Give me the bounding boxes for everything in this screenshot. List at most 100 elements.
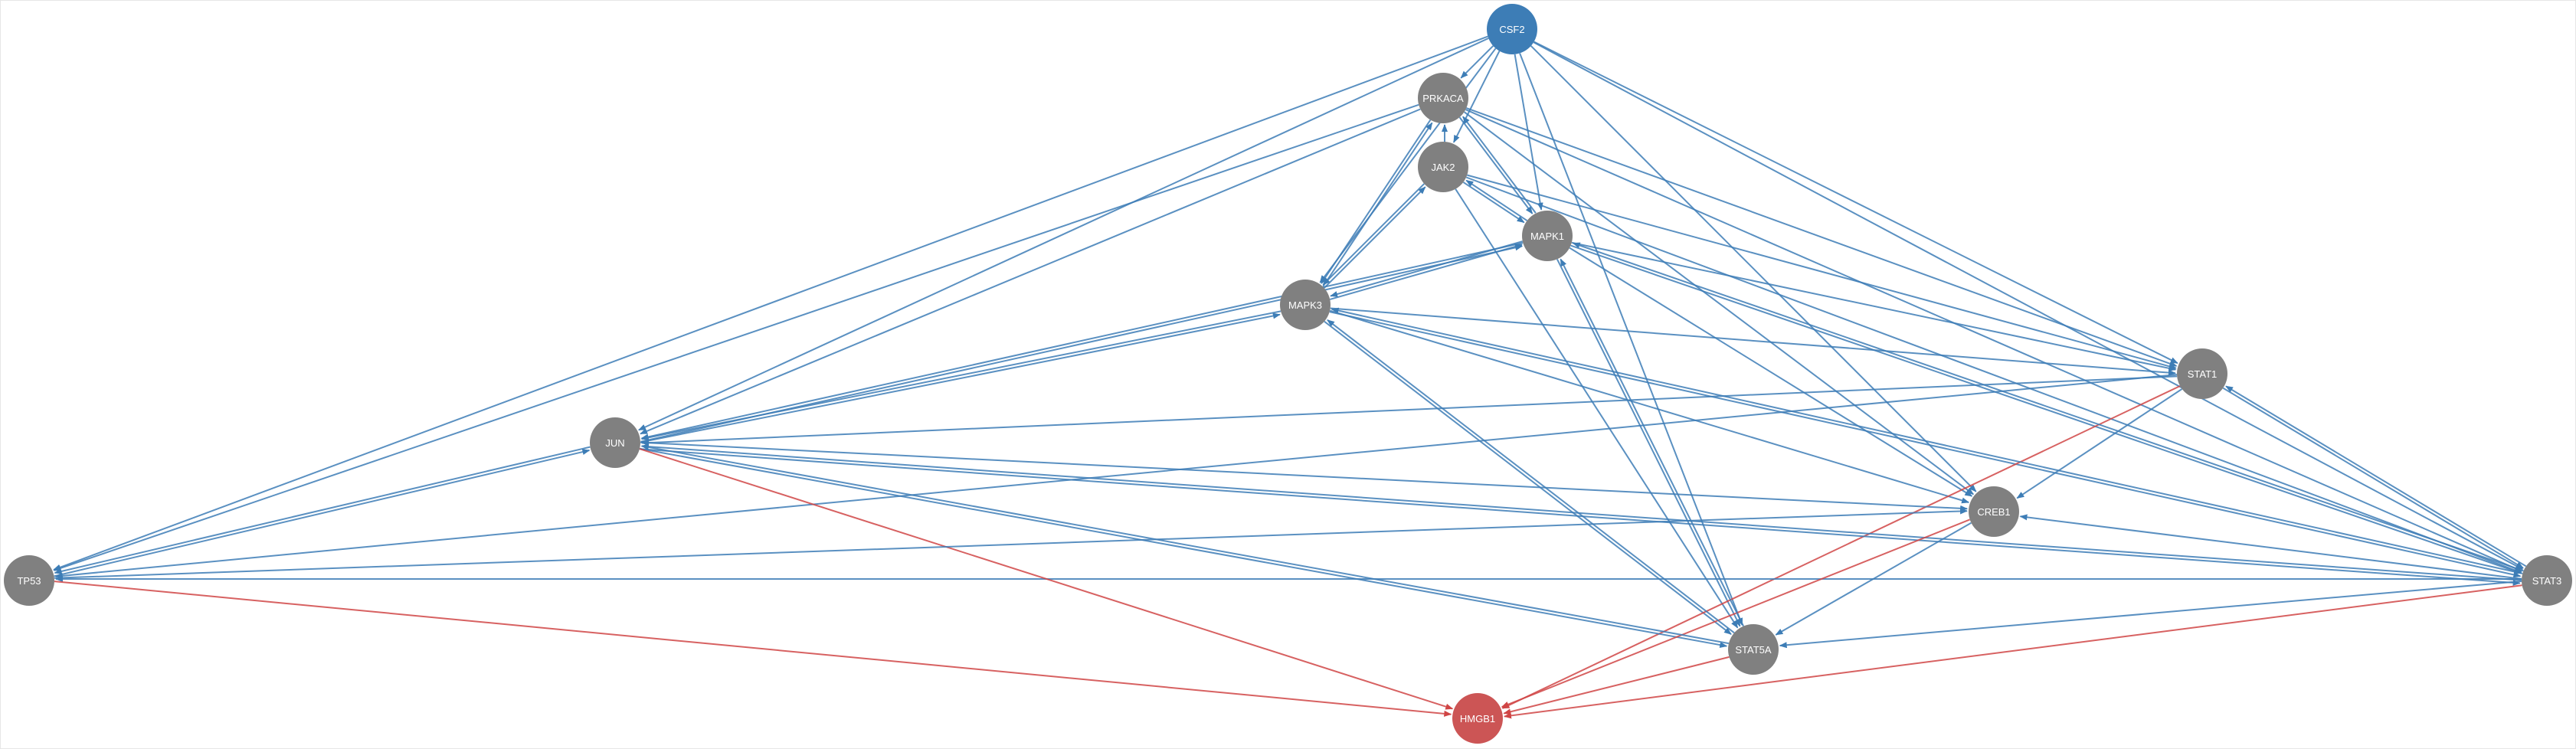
edge-jun-to-mapk3[interactable] — [640, 312, 1281, 443]
edge-jun-to-stat5a[interactable] — [639, 447, 1728, 649]
edge-mapk1-to-stat5a[interactable] — [1556, 258, 1741, 627]
edge-csf2-to-mapk3[interactable] — [1319, 47, 1497, 283]
node-mapk3[interactable]: MAPK3 — [1280, 280, 1331, 330]
edge-prkaca-to-creb1[interactable] — [1463, 111, 1974, 496]
edge-mapk1-to-prkaca[interactable] — [1462, 116, 1537, 214]
edge-stat3-to-stat1[interactable] — [2225, 385, 2527, 567]
edge-jun-to-tp53[interactable] — [54, 446, 591, 574]
node-stat1[interactable]: STAT1 — [2177, 348, 2227, 399]
edge-jak2-to-mapk3[interactable] — [1322, 183, 1425, 286]
edge-mapk1-to-stat3[interactable] — [1570, 244, 2522, 574]
edge-jak2-to-stat5a[interactable] — [1455, 188, 1739, 629]
edge-stat3-to-jun[interactable] — [640, 443, 2522, 581]
node-label: PRKACA — [1422, 93, 1464, 104]
edge-tp53-to-hmgb1[interactable] — [54, 581, 1452, 717]
edge-stat3-to-mapk3[interactable] — [1331, 307, 2523, 574]
edge-creb1-to-stat5a[interactable] — [1775, 522, 1972, 636]
edge-csf2-to-stat1[interactable] — [1533, 41, 2178, 365]
node-csf2[interactable]: CSF2 — [1487, 4, 1537, 54]
node-label: MAPK3 — [1288, 299, 1322, 311]
edge-jun-to-hmgb1[interactable] — [639, 448, 1454, 710]
edge-mapk3-to-stat5a[interactable] — [1324, 320, 1732, 635]
edge-layer — [53, 35, 2527, 719]
node-circle[interactable] — [590, 417, 640, 468]
edge-tp53-to-jun[interactable] — [54, 449, 591, 577]
edge-mapk3-to-prkaca[interactable] — [1322, 122, 1433, 287]
edge-stat1-to-tp53[interactable] — [54, 374, 2178, 579]
edge-creb1-to-hmgb1[interactable] — [1501, 518, 1970, 708]
node-circle[interactable] — [2177, 348, 2227, 399]
edge-stat5a-to-mapk1[interactable] — [1560, 258, 1744, 627]
node-label: CREB1 — [1977, 506, 2010, 518]
node-hmgb1[interactable]: HMGB1 — [1452, 693, 1503, 744]
edge-jak2-to-mapk1[interactable] — [1462, 182, 1525, 224]
node-circle[interactable] — [1418, 73, 1468, 123]
edge-mapk3-to-stat1[interactable] — [1330, 307, 2176, 376]
edge-stat1-to-jun[interactable] — [641, 375, 2178, 446]
edge-mapk1-to-jun[interactable] — [640, 242, 1524, 440]
node-jak2[interactable]: JAK2 — [1418, 142, 1468, 192]
node-prkaca[interactable]: PRKACA — [1418, 73, 1468, 123]
edge-prkaca-to-stat1[interactable] — [1465, 107, 2178, 367]
edge-mapk3-to-stat3[interactable] — [1329, 311, 2522, 578]
edge-csf2-to-stat5a[interactable] — [1519, 53, 1743, 626]
edge-mapk3-to-creb1[interactable] — [1329, 309, 1970, 504]
edge-mapk1-to-creb1[interactable] — [1569, 247, 1973, 497]
node-label: JUN — [605, 437, 624, 449]
edge-mapk1-to-stat1[interactable] — [1571, 241, 2177, 371]
node-tp53[interactable]: TP53 — [4, 555, 54, 606]
node-circle[interactable] — [1452, 693, 1503, 744]
node-label: HMGB1 — [1460, 713, 1495, 724]
edge-stat5a-to-jun[interactable] — [640, 443, 1730, 645]
edge-prkaca-to-tp53[interactable] — [53, 103, 1419, 571]
node-label: MAPK1 — [1530, 231, 1564, 242]
edge-csf2-to-creb1[interactable] — [1530, 45, 1977, 492]
edge-stat3-to-creb1[interactable] — [2019, 514, 2522, 580]
edge-prkaca-to-mapk3[interactable] — [1321, 119, 1432, 284]
edge-mapk3-to-jak2[interactable] — [1323, 186, 1426, 289]
edge-csf2-to-jak2[interactable] — [1453, 51, 1501, 143]
node-circle[interactable] — [1728, 624, 1779, 675]
edge-stat3-to-hmgb1[interactable] — [1504, 584, 2522, 719]
node-label: CSF2 — [1499, 24, 1524, 35]
edge-csf2-to-stat3[interactable] — [1533, 41, 2524, 571]
edge-jun-to-creb1[interactable] — [640, 441, 1969, 512]
edge-csf2-to-mapk1[interactable] — [1514, 54, 1543, 211]
node-mapk1[interactable]: MAPK1 — [1522, 211, 1573, 261]
node-circle[interactable] — [2522, 555, 2572, 606]
edge-jun-to-stat3[interactable] — [640, 448, 2521, 586]
edge-stat3-to-mapk1[interactable] — [1572, 242, 2524, 572]
node-stat5a[interactable]: STAT5A — [1728, 624, 1779, 675]
edge-prkaca-to-jun[interactable] — [640, 108, 1421, 435]
edge-csf2-to-prkaca[interactable] — [1460, 45, 1494, 79]
node-creb1[interactable]: CREB1 — [1969, 486, 2019, 537]
edge-tp53-to-creb1[interactable] — [54, 508, 1968, 579]
edge-stat5a-to-hmgb1[interactable] — [1503, 656, 1730, 715]
edge-prkaca-to-stat3[interactable] — [1465, 109, 2523, 572]
edge-csf2-to-jun[interactable] — [637, 38, 1489, 431]
node-stat3[interactable]: STAT3 — [2522, 555, 2572, 606]
edge-jun-to-mapk1[interactable] — [640, 244, 1524, 443]
node-label: STAT1 — [2188, 368, 2218, 380]
edge-stat1-to-hmgb1[interactable] — [1501, 385, 2181, 709]
edge-stat3-to-stat5a[interactable] — [1779, 580, 2522, 649]
node-circle[interactable] — [1418, 142, 1468, 192]
edge-jak2-to-stat1[interactable] — [1467, 174, 2177, 370]
node-circle[interactable] — [1522, 211, 1573, 261]
node-label: TP53 — [17, 575, 41, 587]
edge-jak2-to-stat3[interactable] — [1465, 176, 2522, 574]
edge-mapk1-to-jak2[interactable] — [1465, 179, 1528, 221]
node-label: JAK2 — [1431, 162, 1455, 173]
node-circle[interactable] — [1280, 280, 1331, 330]
node-jun[interactable]: JUN — [590, 417, 640, 468]
edge-csf2-to-tp53[interactable] — [53, 35, 1488, 571]
node-circle[interactable] — [1969, 486, 2019, 537]
edge-stat5a-to-mapk3[interactable] — [1327, 319, 1735, 634]
edge-stat1-to-creb1[interactable] — [2016, 388, 2183, 499]
node-circle[interactable] — [4, 555, 54, 606]
node-circle[interactable] — [1487, 4, 1537, 54]
edge-mapk1-to-mapk3[interactable] — [1330, 240, 1523, 297]
edge-stat1-to-stat3[interactable] — [2222, 387, 2524, 569]
